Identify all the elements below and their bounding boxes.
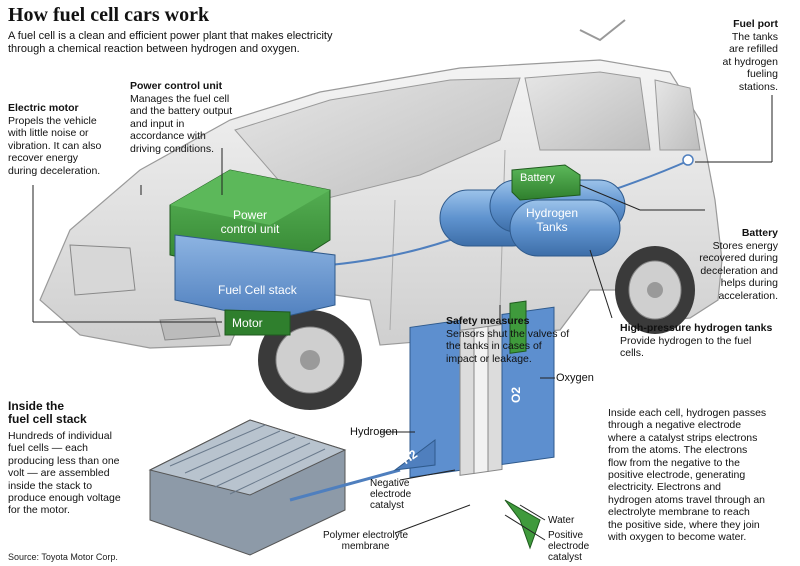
inside-cell-body: Inside each cell, hydrogen passes throug…: [608, 407, 767, 544]
water-label: Water: [548, 515, 575, 526]
hydrogen-tanks-label: Hydrogen Tanks: [525, 206, 579, 234]
power-control-unit-body: Manages the fuel cell and the battery ou…: [130, 93, 233, 155]
leader-lines: [32, 95, 773, 330]
polymer-membrane-label: Polymer electrolyte membrane: [323, 530, 409, 552]
high-pressure-tanks-heading: High-pressure hydrogen tanks: [620, 322, 773, 334]
intro-text: A fuel cell is a clean and efficient pow…: [8, 30, 333, 55]
negative-catalyst-label: Negative electrode catalyst: [370, 478, 412, 511]
wheels: [258, 246, 695, 410]
fuel-port-body: The tanks are refilled at hydrogen fueli…: [722, 31, 778, 93]
source-credit: Source: Toyota Motor Corp.: [8, 552, 118, 562]
safety-measures-heading: Safety measures: [446, 315, 530, 327]
power-control-unit-heading: Power control unit: [130, 80, 223, 92]
fuel-cell-stack-shape: [174, 234, 336, 321]
hydrogen-tanks-shape: [439, 179, 626, 257]
high-pressure-tanks-body: Provide hydrogen to the fuel cells.: [620, 335, 752, 360]
positive-catalyst-label: Positive electrode catalyst: [548, 530, 590, 563]
motor-label: Motor: [232, 316, 263, 330]
fuel-port-heading: Fuel port: [733, 18, 778, 30]
safety-measures-body: Sensors shut the valves of the tanks in …: [446, 328, 570, 365]
oxygen-label: Oxygen: [556, 372, 594, 384]
inside-stack-heading: Inside the fuel cell stack: [8, 399, 87, 426]
electric-motor-heading: Electric motor: [8, 102, 79, 114]
hydrogen-label: Hydrogen: [350, 426, 398, 438]
battery-body: Stores energy recovered during decelerat…: [699, 240, 778, 302]
single-cell-diagram: [393, 300, 555, 550]
battery-label: Battery: [520, 172, 555, 184]
o2-label: O2: [509, 386, 524, 404]
electric-motor-body: Propels the vehicle with little noise or…: [8, 115, 102, 177]
stack-cutaway: [148, 419, 401, 556]
motor-shape: [224, 309, 291, 336]
battery-shape: [511, 164, 581, 201]
page-title: How fuel cell cars work: [8, 4, 210, 26]
cell-leader-lines: [380, 377, 555, 541]
power-control-unit-label: Power control unit: [220, 208, 280, 236]
fuel-port-marker: [682, 154, 694, 166]
fuel-cell-stack-label: Fuel Cell stack: [218, 283, 297, 297]
inside-stack-body: Hundreds of individual fuel cells — each…: [8, 430, 121, 517]
battery-heading: Battery: [741, 227, 778, 239]
